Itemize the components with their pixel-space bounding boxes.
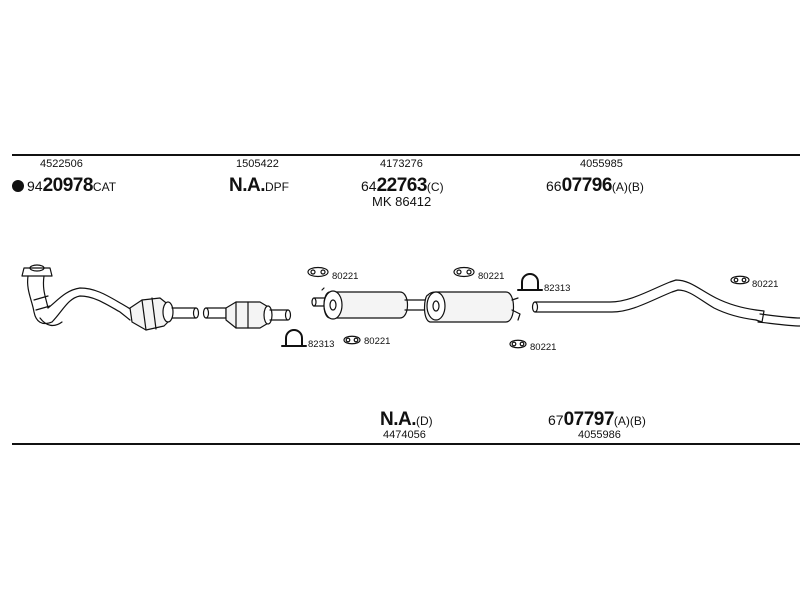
tailpipe [531, 279, 800, 327]
ref-number: 1505422 [236, 158, 279, 170]
ref-number: 4173276 [380, 158, 423, 170]
mounting-kit-number: MK 86412 [372, 194, 432, 209]
top-rule [12, 154, 800, 156]
part-number: 9420978CAT [12, 175, 116, 197]
diesel-particulate-filter [202, 301, 292, 329]
catalytic-converter [129, 297, 200, 331]
part-code: 82313 [308, 339, 334, 350]
gasket-icon [343, 335, 361, 345]
gasket-icon [509, 339, 527, 349]
part-number: 6707797(A)(B) [548, 409, 646, 430]
part-code: 80221 [364, 336, 390, 347]
clamp-icon [517, 273, 543, 291]
clamp-icon [281, 329, 307, 347]
ref-number: 4522506 [40, 158, 83, 170]
part-code: 80221 [478, 271, 504, 282]
gasket-icon [307, 266, 329, 278]
part-number: N.A.(D) [380, 409, 433, 430]
ref-number: 4055985 [580, 158, 623, 170]
ref-number: 4055986 [578, 429, 621, 441]
gasket-icon [453, 266, 475, 278]
bottom-rule [12, 443, 800, 445]
part-code: 80221 [530, 342, 556, 353]
part-code: 80221 [752, 279, 778, 290]
part-number: 6607796(A)(B) [546, 175, 644, 196]
gasket-icon [730, 275, 750, 285]
part-code: 82313 [544, 283, 570, 294]
ref-number: 4474056 [383, 429, 426, 441]
part-number: 6422763(C) [361, 175, 444, 196]
middle-silencer [311, 287, 521, 323]
part-number: N.A.DPF [229, 175, 289, 196]
front-pipe [21, 264, 133, 327]
bullet-icon [12, 180, 24, 192]
part-code: 80221 [332, 271, 358, 282]
